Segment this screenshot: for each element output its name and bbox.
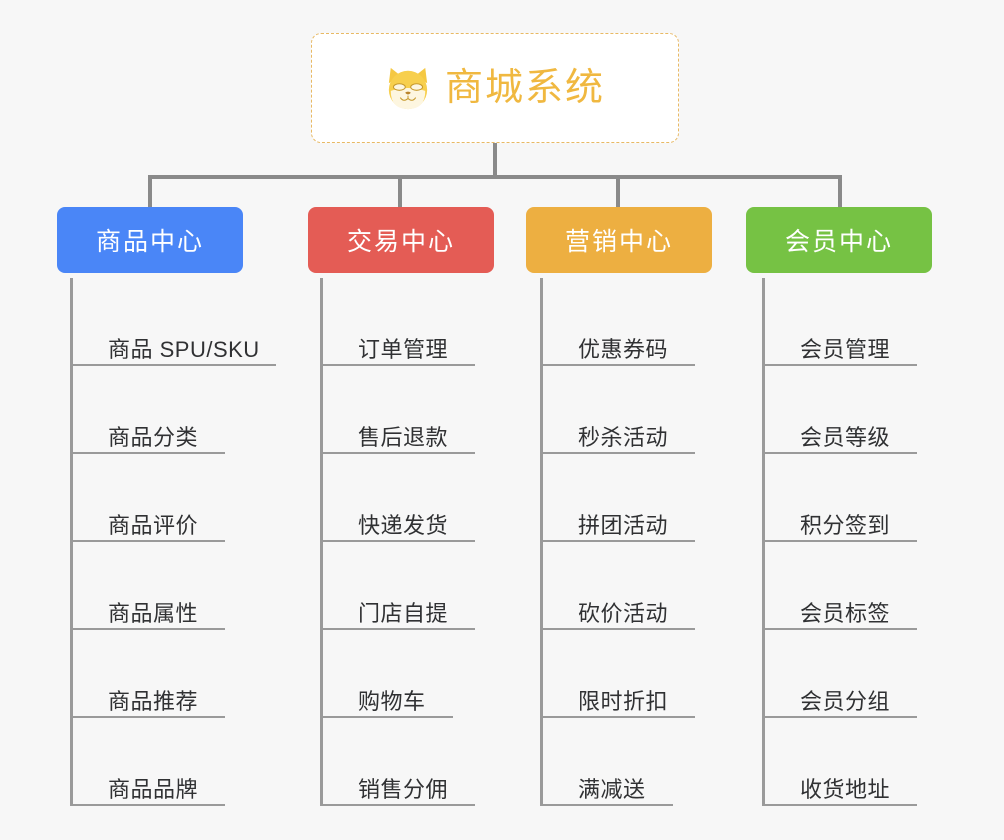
leaf-item[interactable]: 快递发货 — [320, 454, 500, 542]
leaf-label: 砍价活动 — [578, 600, 669, 626]
category-box-marketing-center[interactable]: 营销中心 — [526, 207, 712, 273]
leaf-item[interactable]: 满减送 — [540, 718, 720, 806]
leaf-label: 秒杀活动 — [578, 424, 669, 450]
leaf-label: 积分签到 — [800, 512, 891, 538]
leaf-rail — [70, 278, 73, 806]
connector-drop-col-4 — [838, 175, 842, 207]
leaf-label: 限时折扣 — [578, 688, 669, 714]
leaf-item[interactable]: 限时折扣 — [540, 630, 720, 718]
category-label: 交易中心 — [346, 228, 455, 256]
leaf-item[interactable]: 商品属性 — [70, 542, 290, 630]
leaf-column-marketing-center: 优惠券码 秒杀活动 拼团活动 砍价活动 限时折扣 满减送 — [540, 278, 720, 806]
connector-root-stem — [493, 143, 497, 177]
leaf-underline — [320, 804, 475, 806]
leaf-underline — [320, 716, 453, 718]
leaf-item[interactable]: 门店自提 — [320, 542, 500, 630]
leaf-item[interactable]: 会员管理 — [762, 278, 942, 366]
category-label: 会员中心 — [784, 228, 893, 256]
leaf-item[interactable]: 秒杀活动 — [540, 366, 720, 454]
leaf-label: 会员分组 — [800, 688, 891, 714]
leaf-underline — [540, 452, 695, 454]
connector-drop-col-1 — [148, 175, 152, 207]
leaf-label: 销售分佣 — [358, 776, 449, 802]
leaf-underline — [70, 452, 225, 454]
leaf-underline — [70, 364, 276, 366]
leaf-underline — [762, 364, 917, 366]
leaf-item[interactable]: 会员分组 — [762, 630, 942, 718]
leaf-item[interactable]: 会员等级 — [762, 366, 942, 454]
leaf-underline — [320, 628, 475, 630]
leaf-item[interactable]: 商品评价 — [70, 454, 290, 542]
leaf-rail — [320, 278, 323, 806]
leaf-label: 门店自提 — [358, 600, 449, 626]
leaf-item[interactable]: 售后退款 — [320, 366, 500, 454]
leaf-rail — [540, 278, 543, 806]
leaf-underline — [762, 540, 917, 542]
leaf-label: 商品属性 — [108, 600, 199, 626]
leaf-item[interactable]: 商品品牌 — [70, 718, 290, 806]
leaf-item[interactable]: 商品推荐 — [70, 630, 290, 718]
leaf-underline — [70, 716, 225, 718]
leaf-label: 拼团活动 — [578, 512, 669, 538]
leaf-item[interactable]: 商品 SPU/SKU — [70, 278, 290, 366]
category-label: 商品中心 — [95, 228, 204, 256]
leaf-label: 售后退款 — [358, 424, 449, 450]
root-node[interactable]: 商城系统 — [311, 33, 679, 143]
leaf-label: 满减送 — [578, 776, 646, 802]
leaf-item[interactable]: 购物车 — [320, 630, 500, 718]
leaf-underline — [70, 540, 225, 542]
category-box-trade-center[interactable]: 交易中心 — [308, 207, 494, 273]
leaf-column-product-center: 商品 SPU/SKU 商品分类 商品评价 商品属性 商品推荐 商品品牌 — [70, 278, 290, 806]
leaf-column-trade-center: 订单管理 售后退款 快递发货 门店自提 购物车 销售分佣 — [320, 278, 500, 806]
connector-horizontal-bus — [148, 175, 842, 179]
shiba-dog-icon — [388, 67, 428, 110]
leaf-underline — [540, 540, 695, 542]
leaf-item[interactable]: 优惠券码 — [540, 278, 720, 366]
leaf-item[interactable]: 会员标签 — [762, 542, 942, 630]
leaf-underline — [540, 716, 695, 718]
leaf-label: 商品品牌 — [108, 776, 199, 802]
leaf-underline — [762, 804, 917, 806]
leaf-underline — [762, 452, 917, 454]
leaf-label: 商品推荐 — [108, 688, 199, 714]
leaf-underline — [320, 452, 475, 454]
category-box-member-center[interactable]: 会员中心 — [746, 207, 932, 273]
leaf-label: 会员标签 — [800, 600, 891, 626]
leaf-label: 优惠券码 — [578, 336, 669, 362]
leaf-item[interactable]: 订单管理 — [320, 278, 500, 366]
connector-drop-col-3 — [616, 175, 620, 207]
leaf-item[interactable]: 商品分类 — [70, 366, 290, 454]
leaf-item[interactable]: 砍价活动 — [540, 542, 720, 630]
leaf-underline — [540, 364, 695, 366]
leaf-label: 快递发货 — [358, 512, 449, 538]
leaf-underline — [540, 628, 695, 630]
leaf-item[interactable]: 销售分佣 — [320, 718, 500, 806]
leaf-underline — [540, 804, 673, 806]
leaf-item[interactable]: 拼团活动 — [540, 454, 720, 542]
leaf-label: 订单管理 — [358, 336, 449, 362]
connector-drop-col-2 — [398, 175, 402, 207]
leaf-label: 会员管理 — [800, 336, 891, 362]
root-title: 商城系统 — [444, 67, 605, 109]
leaf-label: 收货地址 — [800, 776, 891, 802]
leaf-item[interactable]: 收货地址 — [762, 718, 942, 806]
leaf-underline — [762, 628, 917, 630]
leaf-column-member-center: 会员管理 会员等级 积分签到 会员标签 会员分组 收货地址 — [762, 278, 942, 806]
leaf-rail — [762, 278, 765, 806]
leaf-underline — [320, 364, 475, 366]
leaf-label: 商品评价 — [108, 512, 199, 538]
leaf-label: 商品 SPU/SKU — [108, 336, 260, 362]
category-label: 营销中心 — [564, 228, 673, 256]
leaf-label: 商品分类 — [108, 424, 199, 450]
category-box-product-center[interactable]: 商品中心 — [57, 207, 243, 273]
leaf-item[interactable]: 积分签到 — [762, 454, 942, 542]
leaf-underline — [320, 540, 475, 542]
leaf-underline — [762, 716, 917, 718]
leaf-label: 会员等级 — [800, 424, 891, 450]
leaf-underline — [70, 804, 225, 806]
leaf-label: 购物车 — [358, 688, 426, 714]
leaf-underline — [70, 628, 225, 630]
